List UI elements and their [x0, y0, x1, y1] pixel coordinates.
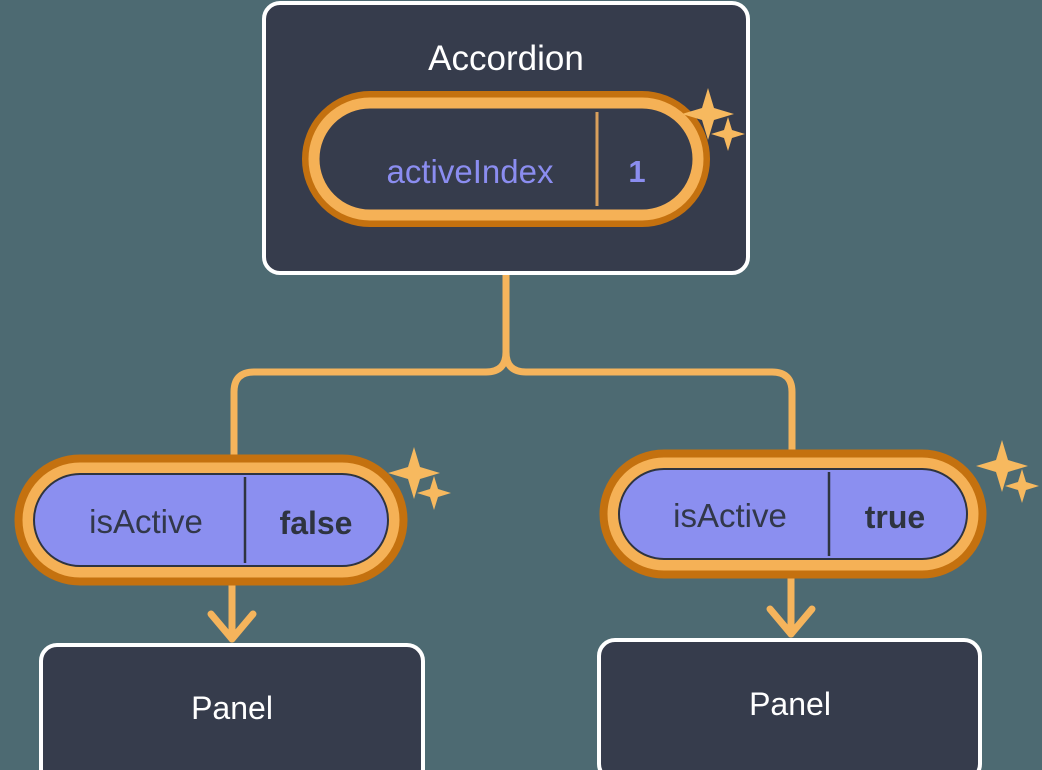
- sparkle-icon-small: [1005, 469, 1039, 503]
- right-panel-box[interactable]: [597, 638, 982, 770]
- node-panel-left[interactable]: Panel: [39, 643, 425, 770]
- node-panel-right[interactable]: Panel: [597, 638, 982, 770]
- connector-arrow-head-right: [766, 605, 816, 638]
- accordion-state-value: 1: [628, 154, 645, 189]
- left-prop-value: false: [280, 505, 353, 541]
- left-prop-key: isActive: [89, 503, 203, 540]
- sparkle-icon-accordion-group: [682, 88, 745, 151]
- left-panel-box[interactable]: [39, 643, 425, 770]
- sparkle-icon-large: [682, 88, 734, 140]
- sparkle-icon-right-group: [976, 440, 1039, 503]
- sparkle-icon-large: [976, 440, 1028, 492]
- left-prop-pill[interactable]: isActive false: [14, 447, 451, 586]
- sparkle-icon-small: [711, 117, 745, 151]
- connector-branch-right: [502, 348, 796, 459]
- sparkle-icon-small: [417, 476, 451, 510]
- right-prop-key: isActive: [673, 497, 787, 534]
- sparkle-icon-large: [388, 447, 440, 499]
- right-pill-fill: [618, 468, 968, 560]
- right-panel-title: Panel: [749, 686, 831, 722]
- connector-branch-left: [230, 348, 510, 459]
- accordion-state-pill[interactable]: activeIndex 1: [302, 91, 710, 227]
- pill-ring-inner: [308, 97, 704, 221]
- right-prop-value: true: [865, 499, 925, 535]
- left-pill-fill: [33, 473, 389, 567]
- right-prop-pill[interactable]: isActive true: [599, 440, 1039, 579]
- accordion-title: Accordion: [428, 39, 584, 78]
- left-panel-title: Panel: [191, 690, 273, 726]
- connector-arrow-head-left: [207, 610, 257, 643]
- pill-ring-outer: [302, 91, 710, 227]
- accordion-state-key: activeIndex: [387, 153, 554, 190]
- node-accordion[interactable]: Accordion activeIndex 1: [262, 1, 750, 275]
- left-pill-ring-outer: [14, 454, 408, 586]
- right-pill-ring-outer: [599, 449, 987, 579]
- sparkle-icon-left-group: [388, 447, 451, 510]
